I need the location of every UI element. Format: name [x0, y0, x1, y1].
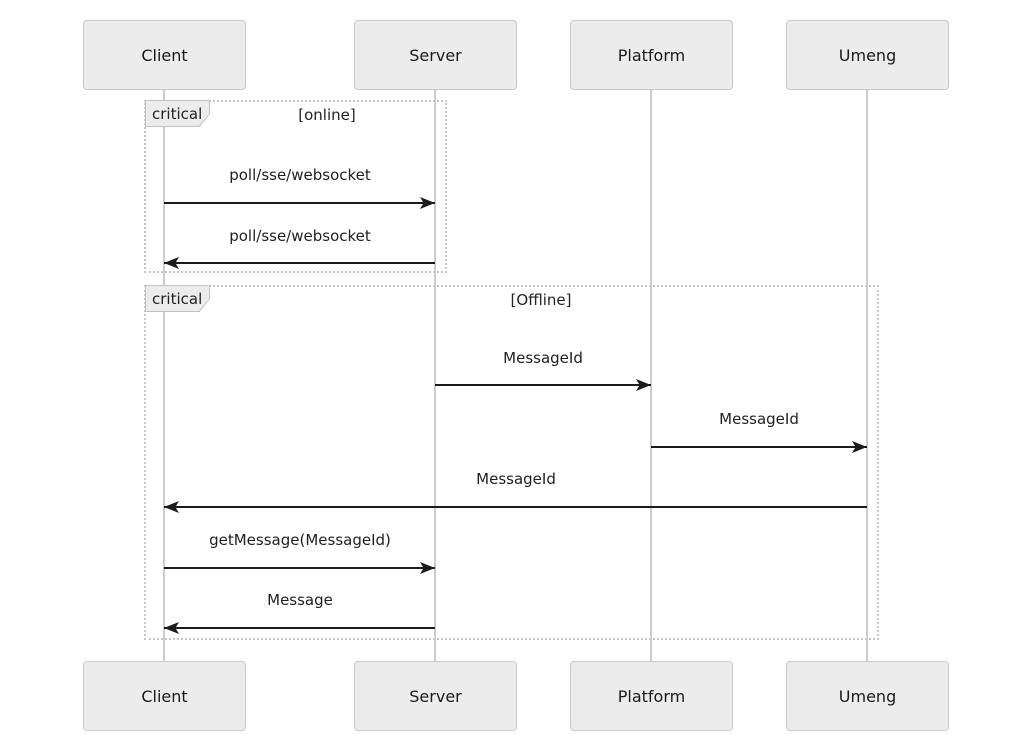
- message-label: MessageId: [476, 470, 556, 488]
- message-line: [435, 384, 651, 386]
- message-label: poll/sse/websocket: [229, 227, 371, 245]
- critical-condition-offline: [Offline]: [510, 291, 572, 309]
- message-label: poll/sse/websocket: [229, 166, 371, 184]
- critical-block-offline-label: critical: [145, 285, 210, 312]
- message-label: Message: [267, 591, 333, 609]
- participant-bottom-umeng: Umeng: [786, 661, 949, 731]
- message-label: getMessage(MessageId): [209, 531, 391, 549]
- critical-block-online-label: critical: [145, 100, 210, 127]
- participant-bottom-platform: Platform: [570, 661, 733, 731]
- critical-keyword: critical: [146, 101, 209, 126]
- participant-top-client: Client: [83, 20, 246, 90]
- lifeline-umeng: [866, 90, 868, 662]
- message-line: [164, 262, 435, 264]
- critical-block-online: [144, 100, 447, 273]
- message-line: [164, 202, 435, 204]
- critical-block-offline: [144, 285, 879, 640]
- message-line: [164, 627, 435, 629]
- participant-top-platform: Platform: [570, 20, 733, 90]
- participant-top-umeng: Umeng: [786, 20, 949, 90]
- lifeline-client: [163, 90, 165, 662]
- message-line: [164, 506, 867, 508]
- message-line: [651, 446, 867, 448]
- message-label: MessageId: [719, 410, 799, 428]
- lifeline-platform: [650, 90, 652, 662]
- participant-bottom-client: Client: [83, 661, 246, 731]
- critical-keyword: critical: [146, 286, 209, 311]
- critical-condition-online: [online]: [298, 106, 356, 124]
- lifeline-server: [434, 90, 436, 662]
- participant-bottom-server: Server: [354, 661, 517, 731]
- message-label: MessageId: [503, 349, 583, 367]
- message-line: [164, 567, 435, 569]
- participant-top-server: Server: [354, 20, 517, 90]
